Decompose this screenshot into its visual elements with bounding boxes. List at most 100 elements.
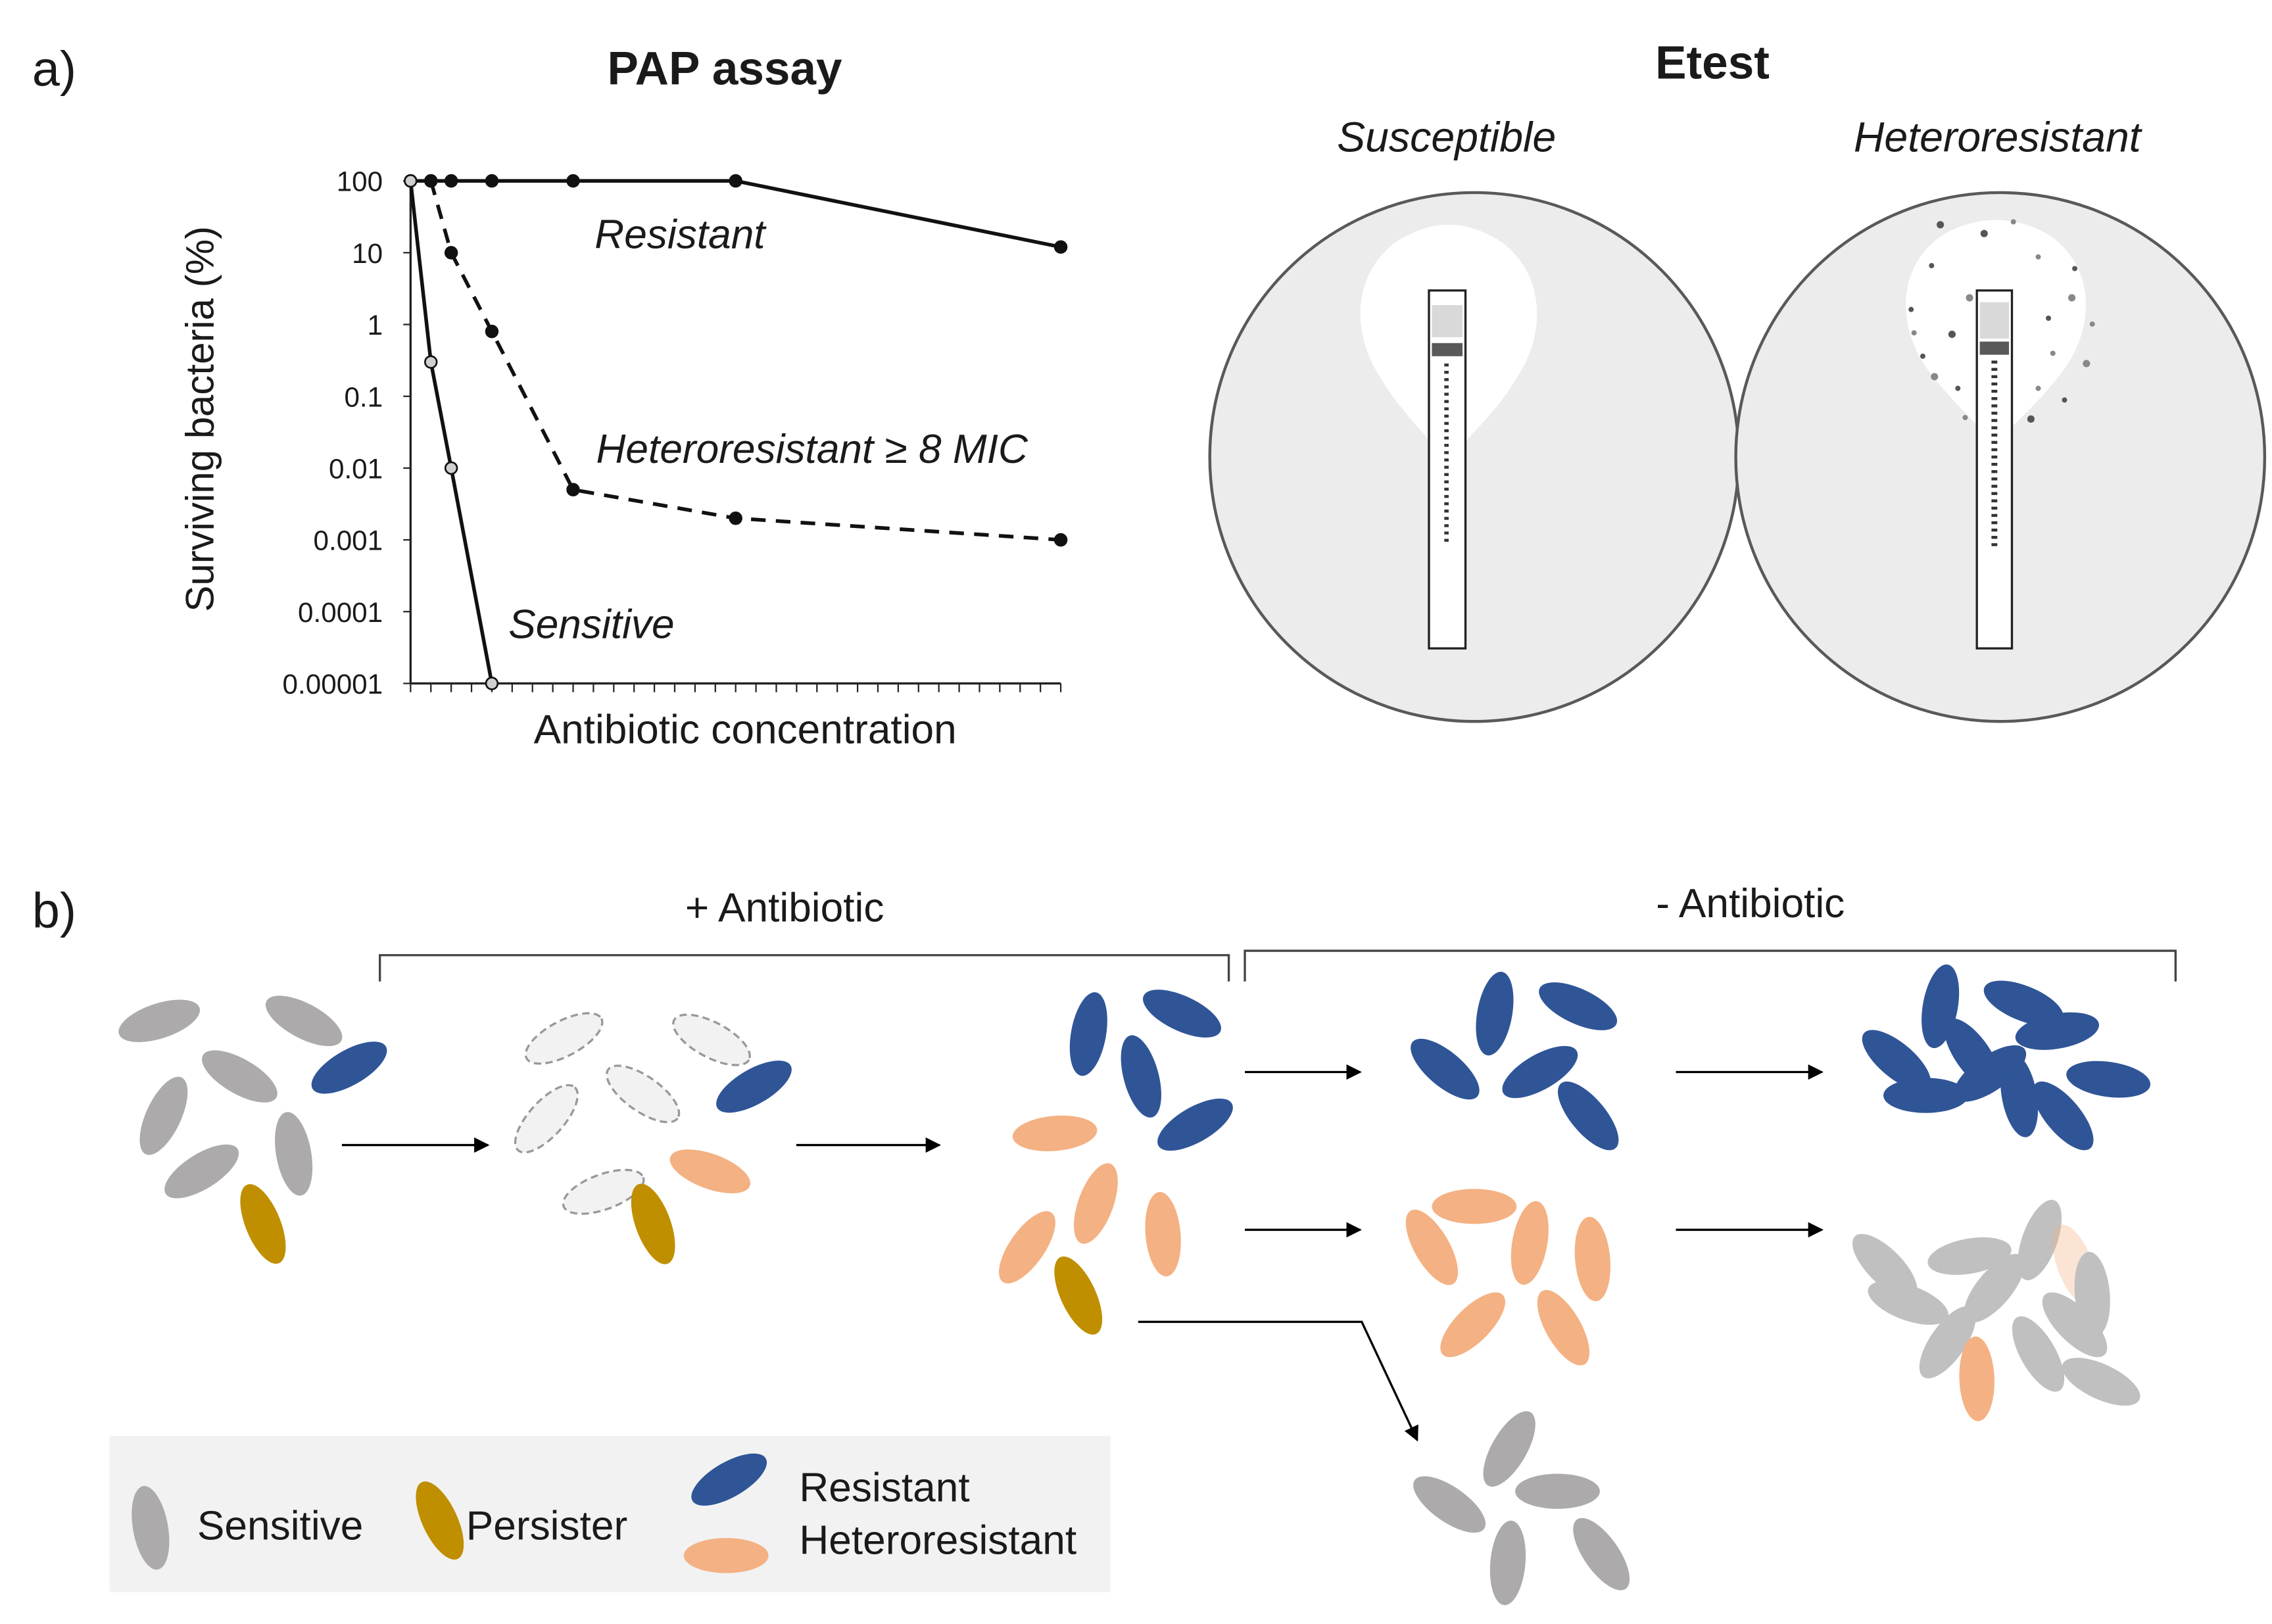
colony-dot [2027, 415, 2035, 423]
strip-mark [1444, 451, 1449, 454]
strip-mark [1991, 396, 1998, 400]
heteroresistant-cell [1432, 1189, 1517, 1224]
minus-antibiotic-label: - Antibiotic [1656, 881, 1845, 926]
sensitive-cell [1919, 1306, 1976, 1379]
pap-series-points [404, 174, 1068, 690]
strip-light-band [1979, 302, 2010, 339]
pap-y-tick-label: 100 [337, 166, 383, 197]
pap-point [566, 483, 580, 496]
strip-mark [1444, 473, 1449, 476]
sensitive-cell [164, 1144, 239, 1199]
resistant-cell [1143, 990, 1221, 1038]
heteroresistant-cell [1012, 1115, 1098, 1151]
pap-y-tick-label: 0.00001 [283, 669, 383, 700]
resistant-cell [1557, 1081, 1619, 1151]
dead-cell [514, 1084, 579, 1154]
colony-dot [2050, 350, 2056, 356]
persister-cell [631, 1183, 675, 1264]
pap-point [424, 174, 438, 188]
legend-heteroresistant-swatch [683, 1538, 769, 1573]
sensitive-cell [275, 1112, 313, 1196]
sensitive-cell [1573, 1517, 1630, 1590]
legend-persister: Persister [466, 1503, 627, 1548]
strip-mark [1444, 421, 1449, 425]
colony-dot [1948, 330, 1956, 339]
colony-dot [2068, 294, 2076, 302]
pap-point [485, 677, 499, 690]
heteroresistant-cell [1440, 1292, 1505, 1358]
strip-mark [1991, 499, 1998, 502]
heteroresistant-cell [1145, 1191, 1181, 1277]
colony-dot [1911, 330, 1917, 336]
pap-series-line-1 [429, 180, 1061, 542]
strip-mark [1991, 375, 1998, 379]
colony-dot [2072, 266, 2078, 272]
resistant-cell [1539, 982, 1618, 1030]
sensitive-cell [1852, 1233, 1918, 1299]
panel-b-label: b) [32, 884, 76, 939]
strip-mark [1991, 389, 1998, 393]
sensitive-cell [118, 999, 201, 1042]
pap-series-line-2 [408, 180, 494, 684]
sensitive-cell [2062, 1358, 2140, 1406]
dead-cell [524, 1012, 604, 1065]
colony-dot [1955, 385, 1961, 391]
pap-ylabel: Surviving bacteria (%) [178, 226, 222, 612]
strip-mark [1991, 506, 1998, 510]
pap-label-sensitive: Sensitive [508, 602, 674, 648]
pap-axes [403, 180, 1062, 692]
legend-box [109, 1435, 1111, 1592]
legend-sensitive-swatch [132, 1486, 170, 1570]
strip-mark [1444, 414, 1449, 418]
legend-sensitive: Sensitive [197, 1503, 363, 1548]
legend-heteroresistant: Heteroresistant [799, 1518, 1076, 1564]
pap-point [566, 174, 580, 188]
colony-dot [2035, 385, 2041, 391]
sensitive-cell [1927, 1237, 2012, 1275]
colony-dot [1929, 263, 1935, 269]
heteroresistant-cell [1959, 1336, 1994, 1421]
sensitive-cell [2018, 1199, 2062, 1281]
strip-mark [1444, 363, 1449, 367]
strip-mark [1444, 444, 1449, 447]
colony-dot [1980, 229, 1988, 237]
colony-dot [2035, 254, 2041, 260]
etest-susceptible-label: Susceptible [1337, 114, 1556, 161]
colony-dot [1966, 294, 1973, 302]
strip-mark [1991, 513, 1998, 517]
strip-mark [1991, 360, 1998, 364]
heteroresistant-cell [1511, 1201, 1549, 1285]
strip-mark [1444, 385, 1449, 389]
resistant-cell [1983, 980, 2064, 1026]
heteroresistant-cell [1574, 1216, 1610, 1302]
pap-point [729, 512, 742, 525]
sensitive-cell [265, 995, 343, 1047]
strip-mark [1991, 404, 1998, 408]
strip-mark [1444, 436, 1449, 440]
resistant-cell [2066, 1061, 2151, 1098]
legend-persister-swatch [416, 1481, 464, 1560]
sensitive-cell [1515, 1473, 1600, 1509]
resistant-colonies [1908, 219, 2095, 423]
strip-mark [1991, 477, 1998, 481]
pap-point [485, 174, 499, 188]
plus-antibiotic-bracket [379, 954, 1230, 982]
heteroresistant-cell [1405, 1209, 1459, 1285]
strip-mark [1444, 378, 1449, 381]
colony-dot [1931, 373, 1939, 381]
strip-mark [1991, 448, 1998, 452]
strip-mark [1444, 502, 1449, 506]
strip-mark [1991, 521, 1998, 525]
resistant-cell [1862, 1030, 1931, 1091]
resistant-cell [311, 1041, 387, 1094]
strip-mark [1444, 429, 1449, 433]
colony-dot [2062, 397, 2067, 403]
strip-mark [1991, 462, 1998, 466]
strip-mark [1444, 400, 1449, 403]
strip-scale-text [1444, 363, 1449, 542]
heteroresistant-cell [999, 1211, 1055, 1284]
strip-mark [1991, 441, 1998, 444]
strip-mark [1444, 494, 1449, 498]
resistant-cell [2000, 1053, 2039, 1137]
